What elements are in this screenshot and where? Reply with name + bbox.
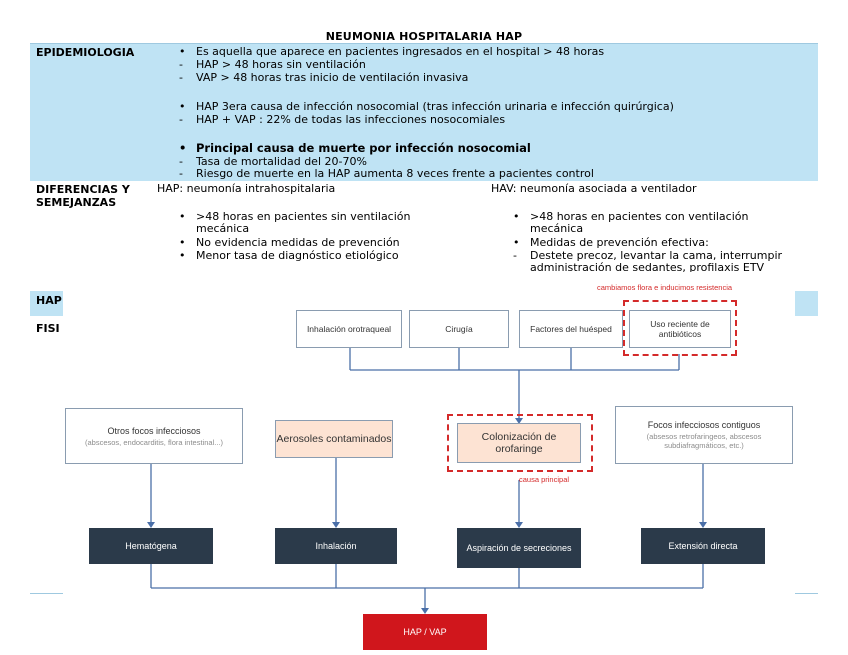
otros-focos-title: Otros focos infecciosos bbox=[107, 425, 201, 436]
epi-line: Riesgo de muerte en la HAP aumenta 8 vec… bbox=[179, 167, 594, 181]
hap-title: HAP: neumonía intrahospitalaria bbox=[157, 182, 336, 195]
diagram-connectors bbox=[147, 346, 707, 614]
epi-line: Tasa de mortalidad del 20-70% bbox=[179, 155, 367, 169]
epidemiologia-label: EPIDEMIOLOGIA bbox=[36, 46, 135, 59]
mechanism-inhalacion: Inhalación bbox=[275, 528, 397, 564]
focos-contiguos-box: Focos infecciosos contiguos (absesos ret… bbox=[615, 406, 793, 464]
fisi-row-label: FISI bbox=[36, 322, 60, 335]
diferencias-label: DIFERENCIAS Y SEMEJANZAS bbox=[36, 183, 130, 209]
top-box-factores: Factores del huésped bbox=[519, 310, 623, 348]
epi-line: HAP > 48 horas sin ventilación bbox=[179, 58, 366, 72]
epi-line-bold: Principal causa de muerte por infección … bbox=[179, 142, 531, 155]
diferencias-label-line2: SEMEJANZAS bbox=[36, 196, 117, 209]
pathogenesis-diagram: cambiamos flora e inducimos resistencia … bbox=[63, 282, 795, 655]
colonizacion-box: Colonización de orofaringe bbox=[457, 423, 581, 463]
document-title: NEUMONIA HOSPITALARIA HAP bbox=[325, 30, 523, 43]
epi-line: Es aquella que aparece en pacientes ingr… bbox=[179, 45, 604, 59]
epi-line: VAP > 48 horas tras inicio de ventilació… bbox=[179, 71, 468, 85]
aerosoles-box: Aerosoles contaminados bbox=[275, 420, 393, 458]
focos-contiguos-title: Focos infecciosos contiguos bbox=[647, 420, 761, 430]
top-box-cirugia: Cirugía bbox=[409, 310, 509, 348]
hav-title: HAV: neumonía asociada a ventilador bbox=[491, 182, 697, 195]
diferencias-label-line1: DIFERENCIAS Y bbox=[36, 183, 130, 196]
hav-item: Medidas de prevención efectiva: bbox=[513, 236, 709, 250]
hav-item: >48 horas en pacientes con ventilación bbox=[513, 210, 749, 224]
hap-item: >48 horas en pacientes sin ventilación bbox=[179, 210, 410, 224]
otros-focos-box: Otros focos infecciosos (abscesos, endoc… bbox=[65, 408, 243, 464]
focos-contiguos-sub: (absesos retrofaringeos, abscesos subdia… bbox=[646, 432, 762, 450]
mechanism-hematogena: Hematógena bbox=[89, 528, 213, 564]
hap-item: Menor tasa de diagnóstico etiológico bbox=[179, 249, 399, 263]
hap-item: No evidencia medidas de prevención bbox=[179, 236, 400, 250]
epi-line: HAP + VAP : 22% de todas las infecciones… bbox=[179, 113, 505, 127]
top-box-inhalacion: Inhalación orotraqueal bbox=[296, 310, 402, 348]
resistance-note: cambiamos flora e inducimos resistencia bbox=[597, 283, 733, 292]
epi-line: HAP 3era causa de infección nosocomial (… bbox=[179, 100, 674, 114]
mechanism-extension: Extensión directa bbox=[641, 528, 765, 564]
causa-principal-label: causa principal bbox=[519, 475, 570, 484]
antibiotics-highlight bbox=[623, 300, 737, 356]
top-box-antibioticos: Uso reciente de antibióticos bbox=[629, 310, 731, 348]
colonizacion-highlight bbox=[447, 414, 593, 472]
hap-row-label: HAP bbox=[36, 294, 62, 307]
hav-item: Destete precoz, levantar la cama, interr… bbox=[513, 249, 782, 263]
hav-item: administración de sedantes, profilaxis E… bbox=[530, 262, 765, 272]
mechanism-aspiracion: Aspiración de secreciones bbox=[457, 528, 581, 568]
result-hap-vap: HAP / VAP bbox=[363, 614, 487, 650]
hav-item: mecánica bbox=[530, 222, 584, 235]
otros-focos-sub: (abscesos, endocarditis, flora intestina… bbox=[85, 437, 223, 447]
hap-item: mecánica bbox=[196, 222, 250, 235]
